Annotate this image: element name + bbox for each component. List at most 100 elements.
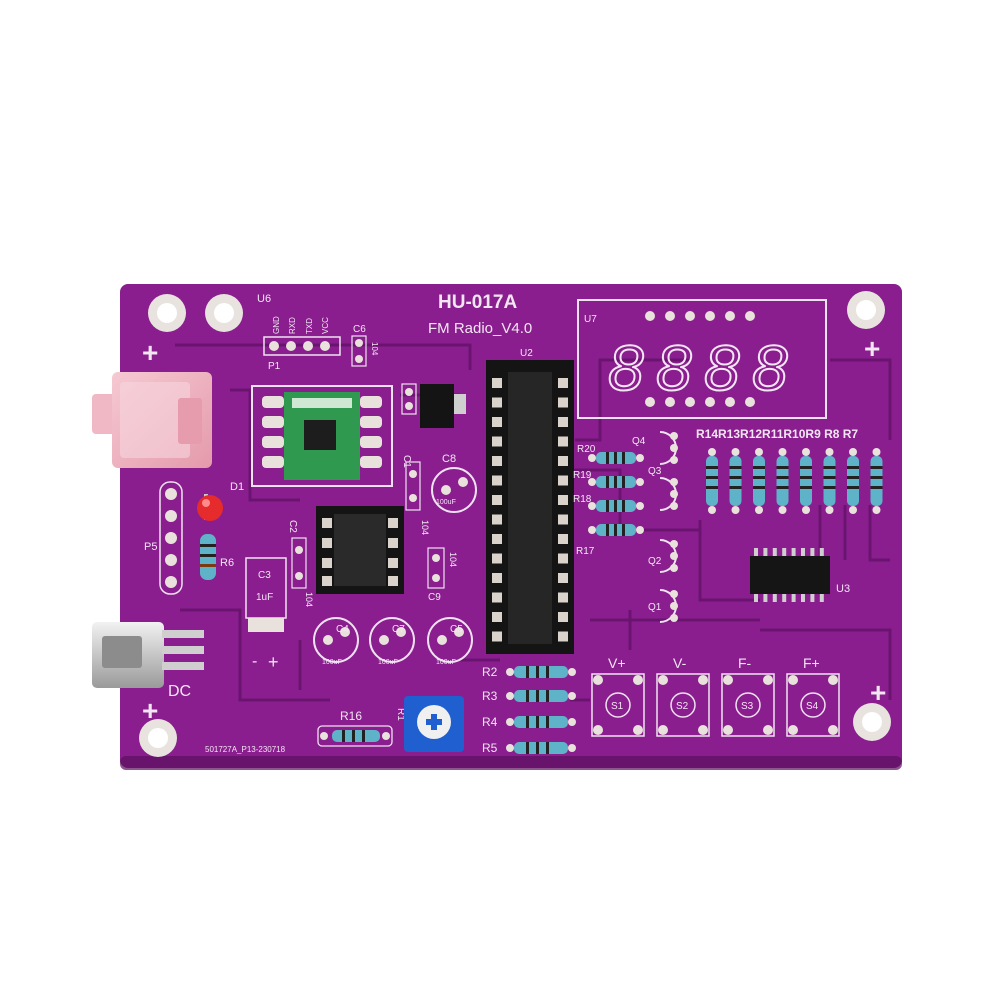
socket-pin: [558, 631, 568, 642]
c2-label: C2: [287, 520, 298, 533]
c4-label: C4: [336, 624, 349, 635]
resistor-stack-r2-r5: R2 R3 R4 R5: [482, 665, 576, 755]
socket-pin: [492, 417, 502, 427]
c5-label: C5: [450, 624, 463, 635]
resistor-r16: R16: [317, 709, 393, 747]
ic-u3: U3: [750, 548, 850, 602]
c8-value: 100uF: [436, 499, 456, 506]
socket-pin: [558, 612, 568, 622]
pad: [708, 448, 716, 456]
p5-label: P5: [144, 541, 157, 553]
pad: [778, 448, 787, 456]
ic-pin: [763, 592, 768, 602]
board-edge-shadow: [120, 756, 902, 770]
button-1-footprint: V+S1: [591, 655, 645, 737]
switch-label: S2: [676, 701, 689, 712]
socket-pin: [492, 573, 502, 583]
color-band: [753, 476, 765, 479]
ic-pin: [754, 548, 758, 558]
color-band: [870, 486, 883, 489]
pad: [825, 448, 834, 456]
c3-plus: +: [268, 652, 279, 672]
ic-pin: [772, 548, 777, 558]
button-4-footprint: F+S4: [786, 655, 840, 737]
resistor-r6: R6: [200, 534, 234, 580]
ic-pin: [791, 548, 796, 558]
transistor-pads: Q4 Q3 Q2 Q1: [632, 431, 678, 623]
ic-pin: [763, 548, 768, 558]
button-label: F+: [803, 655, 820, 671]
resistor-body: [870, 456, 883, 506]
socket-pin: [492, 436, 502, 447]
r1-label: R1: [395, 708, 406, 721]
ic-pin: [782, 548, 787, 558]
color-band: [776, 476, 789, 479]
color-band: [729, 486, 742, 489]
button-label: V+: [608, 655, 626, 671]
dc-label: DC: [168, 683, 191, 700]
plus-mark: +: [870, 677, 886, 708]
transistor-q2-pads: Q2: [648, 539, 678, 573]
resistor-body: [800, 456, 812, 506]
voltage-regulator: [401, 383, 466, 428]
socket-pin: [492, 612, 502, 622]
pad: [802, 506, 810, 514]
c8-label: C8: [442, 453, 456, 465]
q3-label: Q3: [648, 466, 662, 477]
pad: [731, 506, 740, 514]
c5-value: 100uF: [436, 659, 456, 666]
r6-label: R6: [220, 557, 234, 569]
pad: [849, 448, 857, 456]
color-band: [847, 486, 859, 489]
button-footprints: V+S1V-S2 F- S3 F+S4: [591, 655, 840, 737]
capacitor-c9-pads: 104 C9: [427, 547, 458, 603]
switch-label: S3: [741, 701, 754, 712]
resistor-body: [753, 456, 765, 506]
socket-pin: [492, 456, 502, 466]
socket-pin: [558, 417, 568, 427]
seven-segment-display-u7: U7 8 8 8 8: [577, 299, 827, 419]
display-digit: 8: [752, 332, 788, 404]
pad: [872, 448, 881, 456]
socket-pin: [492, 592, 502, 603]
socket-pin: [558, 573, 568, 583]
board-model: HU-017A: [438, 292, 517, 313]
c3-label: C3: [258, 570, 271, 581]
button-2-footprint: V-S2: [656, 655, 710, 737]
ic-pin: [819, 548, 824, 558]
c1-value: 104: [420, 520, 430, 535]
potentiometer-r1: R1: [395, 696, 464, 752]
color-band: [847, 466, 859, 469]
capacitor-c4-pads: C4 100uF: [313, 617, 359, 666]
color-band: [776, 486, 789, 489]
capacitor-c8-pads: C8 100uF: [431, 453, 477, 513]
color-band: [823, 476, 836, 479]
capacitor-c2-pads: C2 104: [287, 520, 314, 607]
socket-pin: [492, 378, 502, 388]
transistor-q4-pads: Q4: [632, 431, 678, 465]
resistor-row-r7-r14: R14R13R12R11R10R9 R8 R7: [696, 427, 883, 514]
q1-label: Q1: [648, 602, 662, 613]
display-digit: 8: [608, 332, 644, 404]
r3-label: R3: [482, 689, 498, 703]
transistor-q3-pads: Q3: [648, 466, 678, 511]
color-band: [776, 466, 789, 469]
button-label: F-: [738, 655, 752, 671]
pad: [825, 506, 834, 514]
plus-mark: +: [142, 695, 158, 726]
color-band: [706, 476, 718, 479]
socket-pin: [492, 514, 502, 525]
c7-value: 100uF: [378, 659, 398, 666]
pad: [802, 448, 810, 456]
ic-pin: [772, 592, 777, 602]
socket-pin: [492, 397, 502, 408]
audio-jack: [92, 372, 212, 468]
socket-pin: [558, 592, 568, 603]
socket-pin: [558, 397, 568, 408]
p1-label: P1: [268, 361, 281, 372]
r16-label: R16: [340, 709, 362, 723]
color-band: [706, 486, 718, 489]
socket-pin: [492, 631, 502, 642]
resistor-stack-r17-r20: R20 R19 R18 R17: [573, 444, 644, 557]
plus-mark: +: [864, 333, 880, 364]
